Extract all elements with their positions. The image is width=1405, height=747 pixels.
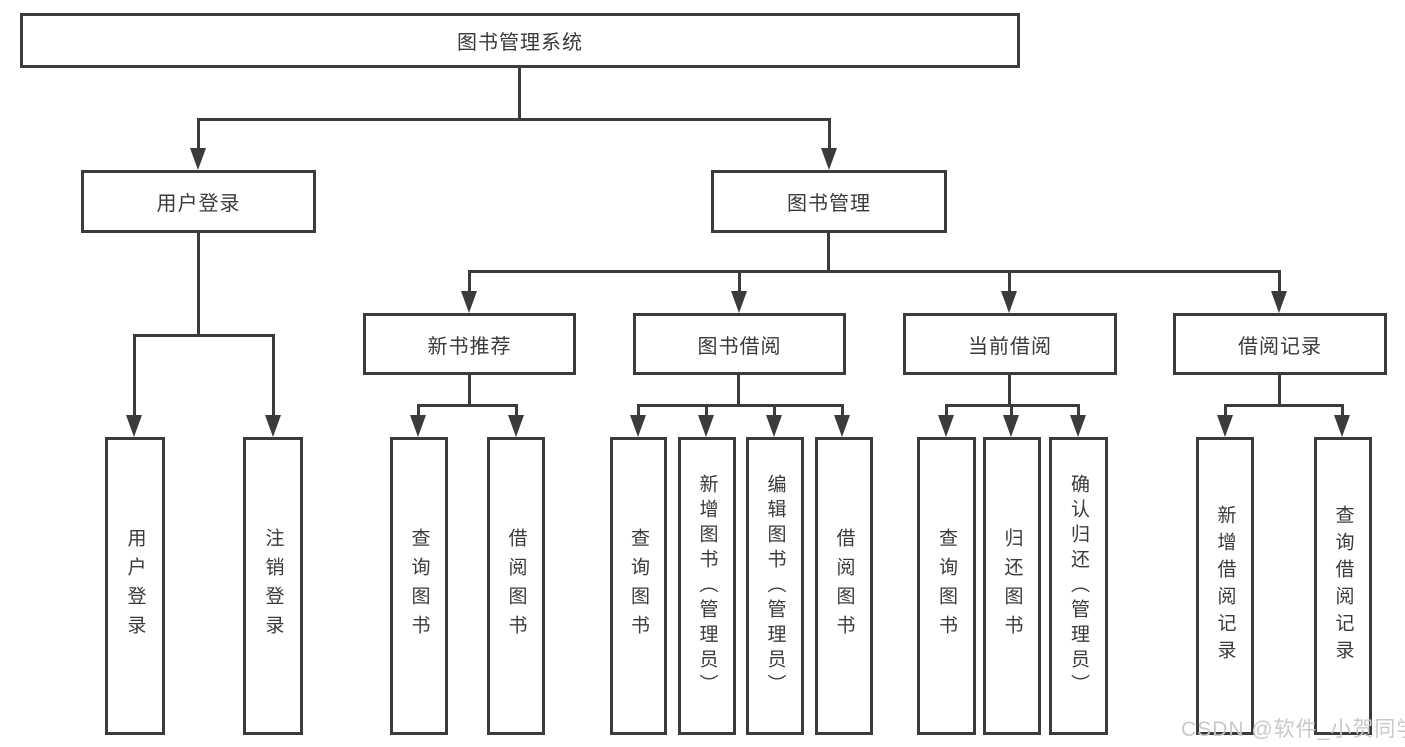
node-leaf-cb-return: 归还图书: [983, 437, 1041, 735]
node-root: 图书管理系统: [20, 13, 1020, 68]
connector-book-borrow-stem: [737, 375, 740, 407]
connector-to-leaf-logout-shaft: [272, 334, 275, 415]
node-leaf-cb-return-label: 归还图书: [1001, 528, 1023, 644]
connector-book-mgmt-crossbar: [469, 270, 1281, 273]
node-leaf-user-login-label: 用户登录: [124, 528, 146, 644]
connector-to-current-borrow-shaft: [1008, 270, 1011, 292]
node-leaf-bb-edit-label: 编辑图书（管理员）: [764, 473, 786, 699]
arrow-to-leaf-cb-query: [938, 415, 954, 437]
node-book-borrow: 图书借阅: [633, 313, 846, 375]
node-book-mgmt-label: 图书管理: [787, 193, 871, 215]
node-leaf-br-query: 查询借阅记录: [1314, 437, 1372, 735]
arrow-to-leaf-bb-borrow: [834, 415, 850, 437]
node-user-login: 用户登录: [81, 170, 316, 233]
arrow-to-leaf-user-login: [126, 415, 142, 437]
node-leaf-nb-query-label: 查询图书: [408, 528, 430, 644]
connector-current-borrow-stem: [1008, 375, 1011, 407]
node-root-label: 图书管理系统: [457, 32, 583, 54]
connector-root-crossbar: [197, 118, 831, 121]
connector-to-leaf-bb-borrow-shaft: [841, 404, 844, 417]
connector-book-borrow-crossbar: [637, 404, 844, 407]
node-leaf-cb-query-label: 查询图书: [936, 528, 957, 644]
arrow-to-leaf-nb-query: [410, 415, 426, 437]
node-leaf-logout-label: 注销登录: [262, 528, 284, 644]
node-borrow-records-label: 借阅记录: [1238, 335, 1322, 358]
arrow-to-leaf-logout: [265, 415, 281, 437]
node-leaf-nb-query: 查询图书: [390, 437, 448, 735]
node-leaf-br-add-label: 新增借阅记录: [1214, 505, 1236, 667]
node-leaf-bb-add-label: 新增图书（管理员）: [696, 473, 718, 699]
node-leaf-bb-add: 新增图书（管理员）: [678, 437, 736, 735]
arrow-to-book-borrow: [731, 291, 747, 313]
connector-borrow-records-stem: [1278, 375, 1281, 407]
node-leaf-cb-confirm: 确认归还（管理员）: [1049, 437, 1108, 735]
connector-to-book-mgmt-shaft: [828, 118, 831, 150]
connector-user-login-crossbar: [133, 334, 275, 337]
connector-to-leaf-bb-add-shaft: [705, 404, 708, 417]
connector-to-leaf-br-add-shaft: [1224, 404, 1227, 417]
node-leaf-nb-borrow-label: 借阅图书: [505, 528, 527, 644]
connector-to-leaf-user-login-shaft: [133, 334, 136, 415]
connector-new-book-rec-stem: [468, 375, 471, 407]
arrow-to-leaf-bb-add: [698, 415, 714, 437]
node-leaf-bb-query: 查询图书: [610, 437, 667, 735]
arrow-to-current-borrow: [1001, 291, 1017, 313]
node-leaf-bb-borrow-label: 借阅图书: [833, 528, 855, 644]
node-leaf-nb-borrow: 借阅图书: [487, 437, 545, 735]
arrow-to-book-mgmt: [821, 148, 837, 170]
connector-user-login-stem: [197, 233, 200, 337]
node-leaf-bb-edit: 编辑图书（管理员）: [746, 437, 804, 735]
connector-to-leaf-cb-return-shaft: [1010, 404, 1013, 417]
node-current-borrow: 当前借阅: [903, 313, 1117, 375]
node-book-borrow-label: 图书借阅: [697, 335, 782, 358]
arrow-to-leaf-br-add: [1217, 415, 1233, 437]
node-leaf-cb-confirm-label: 确认归还（管理员）: [1068, 473, 1089, 699]
node-book-mgmt: 图书管理: [711, 170, 947, 233]
arrow-to-leaf-bb-query: [630, 415, 646, 437]
node-user-login-label: 用户登录: [156, 193, 241, 215]
connector-to-user-login-shaft: [197, 118, 200, 150]
arrow-to-leaf-br-query: [1334, 415, 1350, 437]
node-new-book-rec-label: 新书推荐: [427, 335, 512, 358]
node-leaf-user-login: 用户登录: [105, 437, 165, 735]
arrow-to-leaf-nb-borrow: [508, 415, 524, 437]
connector-to-book-borrow-shaft: [738, 270, 741, 292]
connector-borrow-records-crossbar: [1224, 404, 1344, 407]
node-current-borrow-label: 当前借阅: [968, 335, 1052, 358]
arrow-to-leaf-bb-edit: [766, 415, 782, 437]
connector-to-leaf-cb-confirm-shaft: [1077, 404, 1080, 417]
node-leaf-bb-borrow: 借阅图书: [815, 437, 873, 735]
csdn-watermark: CSDN @软件_小贺同学: [1181, 718, 1405, 741]
connector-to-leaf-nb-borrow-shaft: [515, 404, 518, 417]
node-new-book-rec: 新书推荐: [363, 313, 576, 375]
connector-to-new-book-rec-shaft: [468, 270, 471, 292]
connector-new-book-rec-crossbar: [417, 404, 518, 407]
connector-root-stem: [518, 68, 521, 120]
connector-to-leaf-nb-query-shaft: [417, 404, 420, 417]
node-borrow-records: 借阅记录: [1173, 313, 1387, 375]
arrow-to-borrow-records: [1271, 291, 1287, 313]
node-leaf-logout: 注销登录: [243, 437, 303, 735]
node-leaf-br-query-label: 查询借阅记录: [1332, 505, 1354, 667]
connector-to-leaf-bb-edit-shaft: [773, 404, 776, 417]
arrow-to-leaf-cb-confirm: [1070, 415, 1086, 437]
node-leaf-cb-query: 查询图书: [917, 437, 976, 735]
node-leaf-br-add: 新增借阅记录: [1196, 437, 1254, 735]
arrow-to-user-login: [190, 148, 206, 170]
node-leaf-bb-query-label: 查询图书: [628, 528, 649, 644]
connector-to-borrow-records-shaft: [1278, 270, 1281, 292]
connector-book-mgmt-stem: [827, 233, 830, 273]
arrow-to-new-book-rec: [461, 291, 477, 313]
connector-to-leaf-cb-query-shaft: [945, 404, 948, 417]
connector-to-leaf-br-query-shaft: [1341, 404, 1344, 417]
arrow-to-leaf-cb-return: [1003, 415, 1019, 437]
connector-to-leaf-bb-query-shaft: [637, 404, 640, 417]
